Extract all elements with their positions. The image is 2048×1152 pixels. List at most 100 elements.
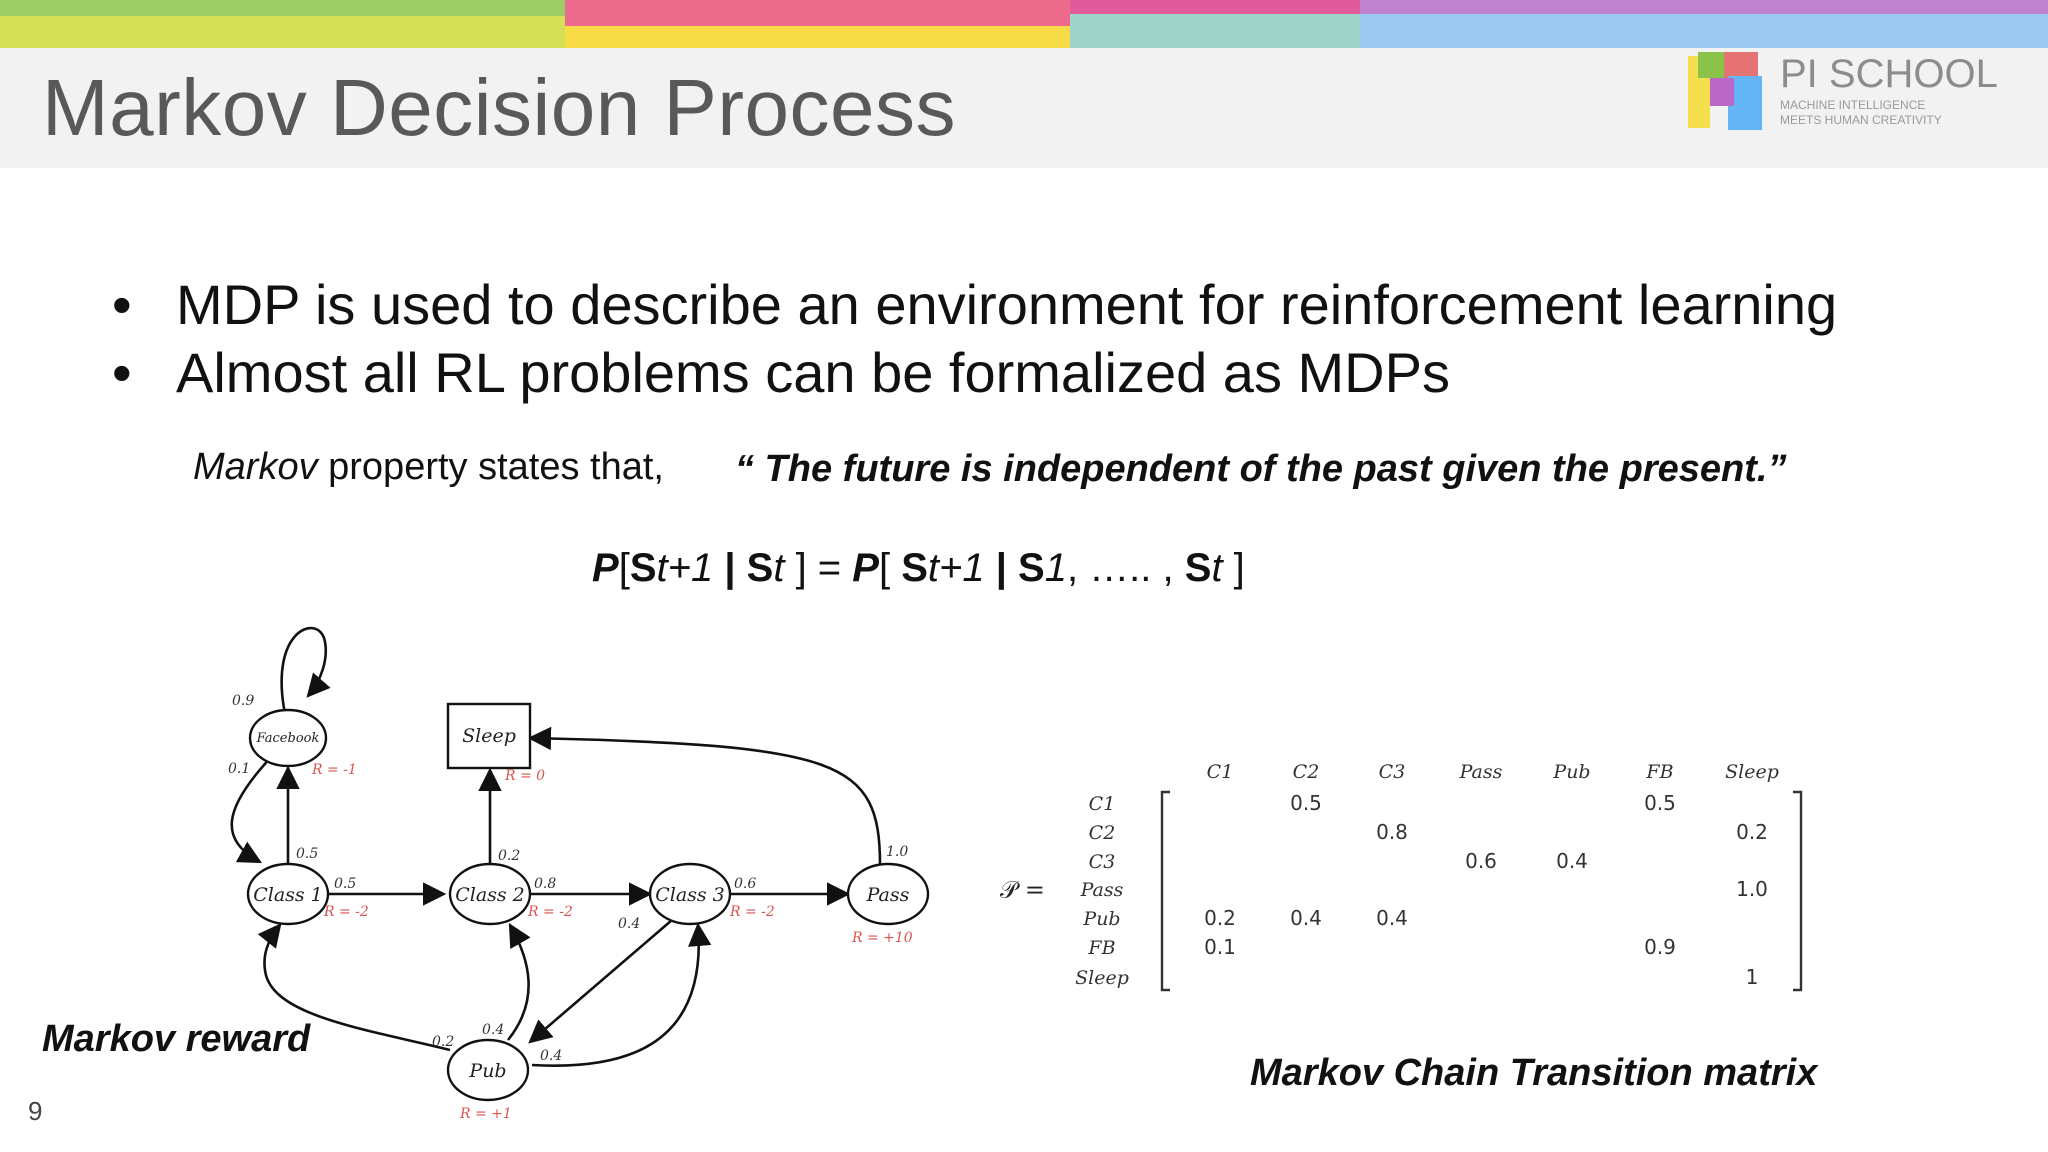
matrix-cell: 0.8 bbox=[1376, 820, 1408, 844]
state-sleep-node bbox=[446, 702, 532, 770]
markov-word: Markov bbox=[193, 446, 318, 488]
reward-sleep: R = 0 bbox=[504, 768, 545, 784]
logo-tagline-1: MACHINE INTELLIGENCE bbox=[1780, 98, 1926, 112]
formula-s: S bbox=[629, 546, 657, 590]
matrix-row-label: C1 bbox=[1089, 793, 1116, 815]
matrix-row-label: Pub bbox=[1082, 908, 1120, 930]
state-class2-node bbox=[448, 862, 532, 926]
matrix-cell: 0.2 bbox=[1204, 906, 1236, 930]
formula-bar: | bbox=[713, 546, 747, 590]
matrix-cell: 1.0 bbox=[1736, 877, 1768, 901]
matrix-cell: 0.1 bbox=[1204, 935, 1236, 959]
state-class3-label: Class 3 bbox=[655, 884, 725, 906]
formula-bracket: [ bbox=[618, 546, 630, 590]
bullet-item: •MDP is used to describe an environment … bbox=[112, 272, 1837, 337]
formula-p: P bbox=[852, 546, 879, 590]
state-pass-node bbox=[846, 862, 930, 926]
pi-school-logo: PI SCHOOL MACHINE INTELLIGENCE MEETS HUM… bbox=[1688, 52, 2018, 132]
state-pass-label: Pass bbox=[866, 884, 910, 906]
state-facebook-label: Facebook bbox=[256, 731, 320, 746]
markov-property-text: Markov property states that, bbox=[193, 446, 664, 489]
prob-c3-to-pub: 0.4 bbox=[618, 916, 640, 932]
reward-class1: R = -2 bbox=[323, 904, 369, 920]
edge-pub-to-c3 bbox=[531, 922, 712, 1067]
markov-quote: “ The future is independent of the past … bbox=[735, 448, 1787, 490]
formula-bracket: [ bbox=[878, 546, 902, 590]
reward-pass: R = +10 bbox=[851, 930, 913, 946]
matrix-headers: C1 C2 C3 Pass Pub FB Sleep bbox=[1207, 761, 1779, 783]
edge-pub-to-c1 bbox=[257, 923, 451, 1052]
matrix-header: Sleep bbox=[1725, 761, 1779, 783]
prob-c1-to-c2: 0.5 bbox=[334, 876, 356, 892]
formula-sub: t bbox=[773, 546, 785, 590]
formula-sub: t bbox=[1211, 546, 1223, 590]
bullet-dot-icon: • bbox=[112, 341, 132, 404]
formula-sub: 1 bbox=[1044, 546, 1067, 590]
matrix-cell: 0.5 bbox=[1644, 791, 1676, 815]
markov-formula: P[St+1 | St ] = P[ St+1 | S1, ….. , St ] bbox=[592, 546, 1245, 591]
matrix-header: C1 bbox=[1207, 761, 1234, 783]
matrix-row-label: Sleep bbox=[1075, 967, 1129, 989]
logo-tagline-2: MEETS HUMAN CREATIVITY bbox=[1780, 113, 1942, 127]
edge-c3-to-pub bbox=[528, 919, 673, 1044]
formula-s: S bbox=[1018, 546, 1045, 590]
matrix-cell: 0.6 bbox=[1465, 849, 1497, 873]
formula-p: P bbox=[592, 546, 619, 590]
transition-matrix-caption: Markov Chain Transition matrix bbox=[1250, 1052, 1818, 1094]
formula-sub: t+1 bbox=[656, 546, 714, 590]
transition-matrix: 𝒫 = C1 C2 C3 Pass Pub FB Sleep C1 C2 C3 … bbox=[1000, 761, 1803, 992]
prob-c1-to-fb: 0.5 bbox=[296, 846, 318, 862]
matrix-right-bracket bbox=[1793, 790, 1803, 992]
state-class1-label: Class 1 bbox=[253, 884, 323, 906]
matrix-header: FB bbox=[1645, 761, 1673, 783]
state-facebook-node bbox=[248, 708, 328, 768]
state-class2-label: Class 2 bbox=[455, 884, 525, 906]
edge-pass-to-sleep bbox=[527, 726, 882, 866]
formula-dots: , ….. , bbox=[1066, 546, 1185, 590]
matrix-cell: 0.2 bbox=[1736, 820, 1768, 844]
matrix-symbol: 𝒫 = bbox=[1000, 876, 1045, 904]
state-class3-node bbox=[648, 862, 732, 926]
matrix-header: C2 bbox=[1293, 761, 1320, 783]
state-class1-node bbox=[246, 862, 330, 926]
formula-s: S bbox=[901, 546, 928, 590]
prob-pass-to-sleep: 1.0 bbox=[886, 844, 908, 860]
prob-c3-to-pass: 0.6 bbox=[734, 876, 756, 892]
markov-reward-caption: Markov reward bbox=[42, 1018, 311, 1060]
state-pub-node bbox=[446, 1038, 530, 1102]
reward-pub: R = +1 bbox=[459, 1106, 512, 1122]
state-sleep-label: Sleep bbox=[462, 725, 516, 747]
prob-fb-to-c1: 0.1 bbox=[228, 761, 250, 777]
formula-equals: ] = bbox=[784, 546, 853, 590]
state-pub-label: Pub bbox=[468, 1060, 506, 1082]
prob-pub-to-c2: 0.4 bbox=[482, 1022, 504, 1038]
formula-sub: t+1 bbox=[927, 546, 985, 590]
reward-class2: R = -2 bbox=[527, 904, 573, 920]
top-color-stripe bbox=[0, 0, 2048, 48]
matrix-cell: 0.4 bbox=[1290, 906, 1322, 930]
matrix-row-labels: C1 C2 C3 Pass Pub FB Sleep bbox=[1075, 793, 1129, 989]
matrix-cells: 0.5 0.5 0.8 0.2 0.6 0.4 1.0 0.2 0.4 0.4 … bbox=[1204, 791, 1768, 989]
bullet-item: • Almost all RL problems can be formalize… bbox=[112, 340, 1450, 405]
matrix-cell: 0.5 bbox=[1290, 791, 1322, 815]
bullet-text: Almost all RL problems can be formalized… bbox=[176, 341, 1450, 404]
reward-class3: R = -2 bbox=[729, 904, 775, 920]
formula-s: S bbox=[746, 546, 774, 590]
matrix-cell: 0.4 bbox=[1376, 906, 1408, 930]
pi-school-logo-mark-icon bbox=[1688, 52, 1762, 130]
matrix-row-label: C3 bbox=[1089, 851, 1116, 873]
formula-s: S bbox=[1184, 546, 1212, 590]
bullet-text: MDP is used to describe an environment f… bbox=[176, 273, 1838, 336]
reward-facebook: R = -1 bbox=[311, 762, 357, 778]
formula-bracket: ] bbox=[1222, 546, 1245, 590]
matrix-row-label: C2 bbox=[1089, 822, 1116, 844]
formula-bar: | bbox=[984, 546, 1019, 590]
prob-pub-to-c1: 0.2 bbox=[432, 1034, 454, 1050]
matrix-header: Pass bbox=[1459, 761, 1503, 783]
matrix-cell: 0.9 bbox=[1644, 935, 1676, 959]
matrix-left-bracket bbox=[1160, 790, 1170, 992]
slide-title: Markov Decision Process bbox=[42, 63, 956, 152]
markov-reward-process-diagram: Facebook Sleep Class 1 Class 2 Class 3 P… bbox=[228, 626, 930, 1122]
matrix-header: Pub bbox=[1552, 761, 1590, 783]
prob-fb-self: 0.9 bbox=[232, 693, 254, 709]
